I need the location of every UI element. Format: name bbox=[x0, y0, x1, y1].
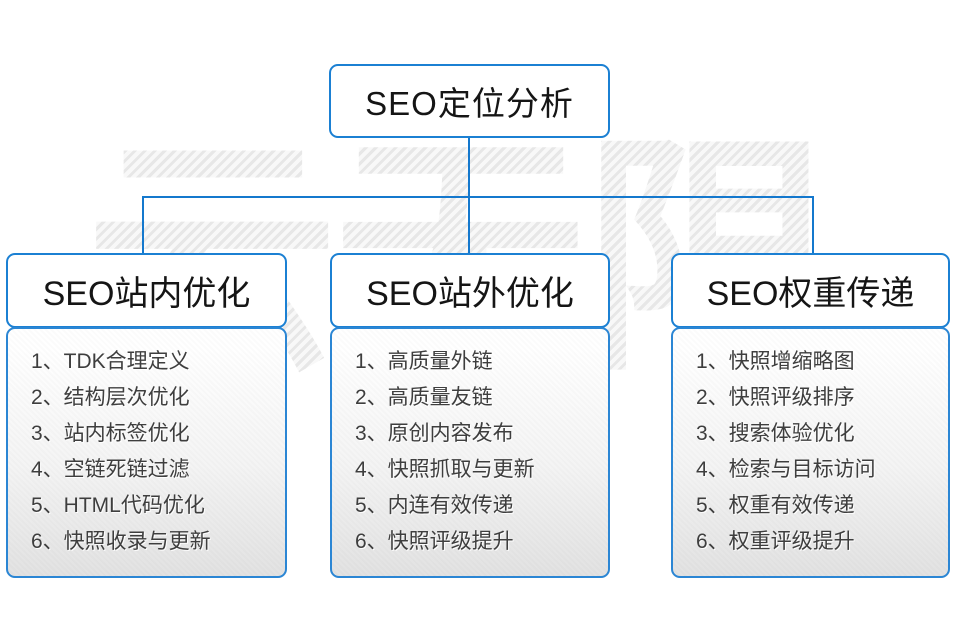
list-item: 6、权重评级提升 bbox=[696, 530, 855, 553]
list-item: 4、空链死链过滤 bbox=[31, 458, 190, 481]
column-header-label: SEO站外优化 bbox=[366, 275, 574, 313]
item-list: 1、TDK合理定义 2、结构层次优化 3、站内标签优化 4、空链死链过滤 5、H… bbox=[8, 329, 285, 560]
root-node-label: SEO定位分析 bbox=[365, 85, 574, 122]
item-list: 1、快照增缩略图 2、快照评级排序 3、搜索体验优化 4、检索与目标访问 5、权… bbox=[673, 329, 948, 560]
column-header-weight: SEO权重传递 bbox=[671, 253, 950, 328]
connector-right-drop bbox=[812, 196, 814, 254]
column-panel-onsite: 1、TDK合理定义 2、结构层次优化 3、站内标签优化 4、空链死链过滤 5、H… bbox=[6, 327, 287, 578]
list-item: 2、快照评级排序 bbox=[696, 386, 855, 409]
column-panel-weight: 1、快照增缩略图 2、快照评级排序 3、搜索体验优化 4、检索与目标访问 5、权… bbox=[671, 327, 950, 578]
column-header-onsite: SEO站内优化 bbox=[6, 253, 287, 328]
connector-horizontal-rail bbox=[142, 196, 814, 198]
node-seo-positioning-analysis: SEO定位分析 bbox=[329, 64, 610, 138]
list-item: 3、搜索体验优化 bbox=[696, 422, 855, 445]
list-item: 3、原创内容发布 bbox=[355, 422, 514, 445]
item-list: 1、高质量外链 2、高质量友链 3、原创内容发布 4、快照抓取与更新 5、内连有… bbox=[332, 329, 608, 560]
list-item: 1、TDK合理定义 bbox=[31, 350, 190, 373]
list-item: 4、快照抓取与更新 bbox=[355, 458, 535, 481]
list-item: 5、权重有效传递 bbox=[696, 494, 855, 517]
list-item: 4、检索与目标访问 bbox=[696, 458, 876, 481]
column-header-offsite: SEO站外优化 bbox=[330, 253, 610, 328]
connector-left-drop bbox=[142, 196, 144, 254]
list-item: 6、快照评级提升 bbox=[355, 530, 514, 553]
list-item: 5、内连有效传递 bbox=[355, 494, 514, 517]
column-panel-offsite: 1、高质量外链 2、高质量友链 3、原创内容发布 4、快照抓取与更新 5、内连有… bbox=[330, 327, 610, 578]
list-item: 2、高质量友链 bbox=[355, 386, 493, 409]
column-header-label: SEO权重传递 bbox=[706, 275, 915, 313]
column-header-label: SEO站内优化 bbox=[42, 275, 251, 313]
list-item: 1、快照增缩略图 bbox=[696, 350, 855, 373]
list-item: 6、快照收录与更新 bbox=[31, 530, 211, 553]
list-item: 3、站内标签优化 bbox=[31, 422, 190, 445]
list-item: 5、HTML代码优化 bbox=[31, 494, 205, 517]
list-item: 1、高质量外链 bbox=[355, 350, 493, 373]
list-item: 2、结构层次优化 bbox=[31, 386, 190, 409]
